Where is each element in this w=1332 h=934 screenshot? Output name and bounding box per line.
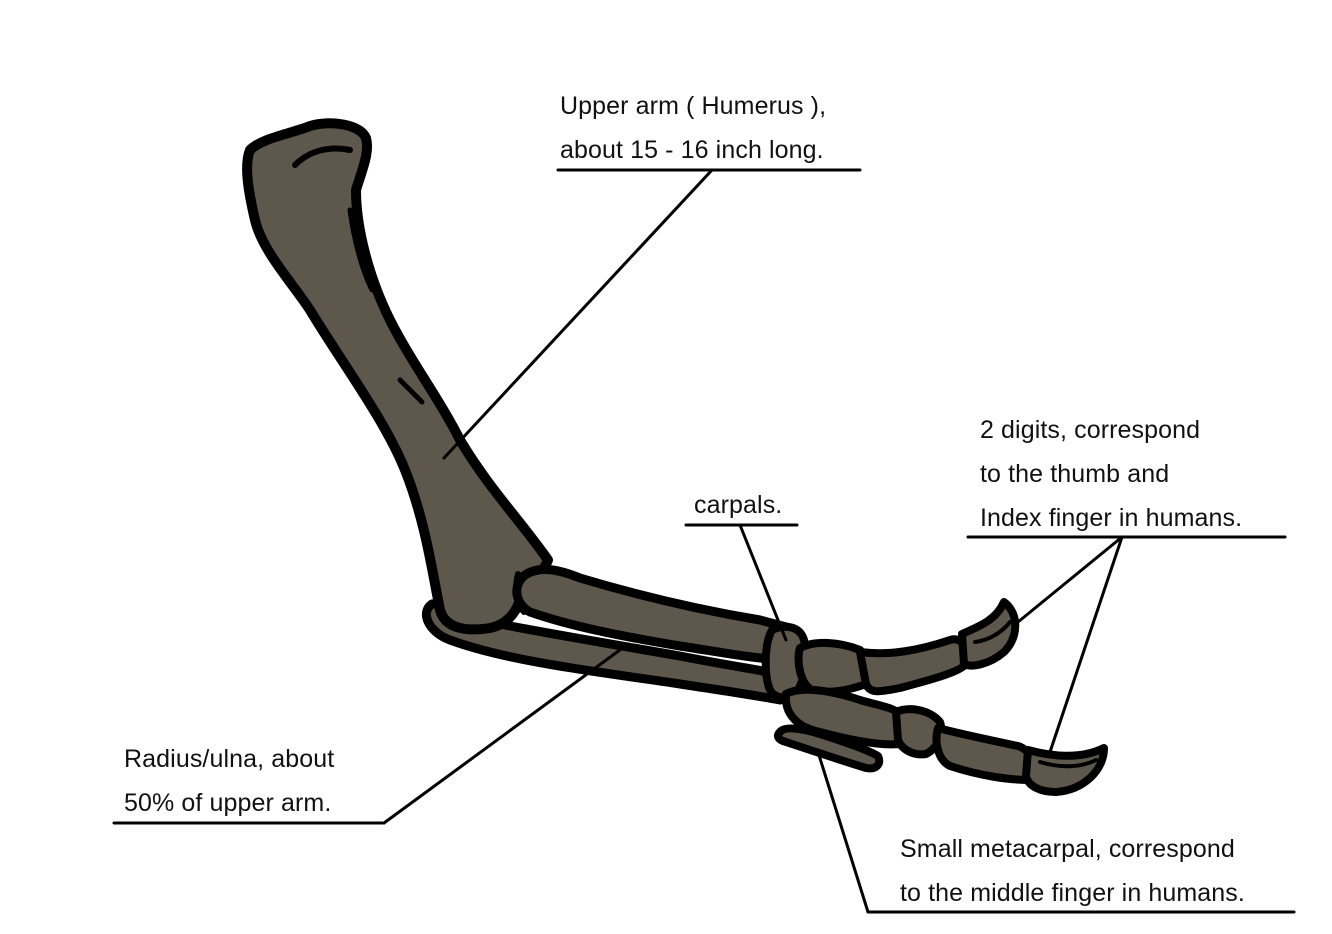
radius-ulna-label-line-1: Radius/ulna, about bbox=[124, 745, 335, 773]
digits-leader-1 bbox=[1016, 535, 1124, 624]
digits-label: 2 digits, correspond to the thumb and In… bbox=[980, 408, 1242, 540]
humerus-leader bbox=[442, 168, 714, 460]
digit-1-phalanx-1 bbox=[794, 639, 870, 696]
radius-ulna-label-line-2: 50% of upper arm. bbox=[124, 789, 332, 817]
digits-label-line-2: to the thumb and bbox=[980, 460, 1170, 488]
digit-1-phalanx-2 bbox=[856, 635, 971, 696]
metacarpal-label-line-2: to the middle finger in humans. bbox=[900, 879, 1245, 907]
humerus-label: Upper arm ( Humerus ), about 15 - 16 inc… bbox=[560, 84, 826, 172]
carpals-label: carpals. bbox=[694, 483, 782, 527]
carpals-leader bbox=[738, 523, 788, 642]
humerus-bone bbox=[242, 118, 553, 635]
digit-2-phalanx-2 bbox=[932, 724, 1037, 784]
radius-bone bbox=[512, 564, 797, 665]
metacarpal-label: Small metacarpal, correspond to the midd… bbox=[900, 827, 1245, 915]
carpals-label-line-1: carpals. bbox=[694, 491, 783, 519]
small-metacarpal-bone bbox=[774, 724, 884, 773]
digit-1-claw bbox=[958, 598, 1020, 670]
radius-ulna-label: Radius/ulna, about 50% of upper arm. bbox=[124, 737, 334, 825]
radius-ulna-leader bbox=[382, 642, 630, 825]
metacarpal-label-line-1: Small metacarpal, correspond bbox=[900, 835, 1235, 863]
digits-label-line-3: Index finger in humans. bbox=[980, 504, 1243, 532]
digits-leader-2 bbox=[1048, 535, 1124, 754]
digit-2-claw bbox=[1022, 744, 1108, 796]
humerus-label-line-1: Upper arm ( Humerus ), bbox=[560, 92, 827, 120]
digits-label-line-1: 2 digits, correspond bbox=[980, 416, 1201, 444]
humerus-head-detail bbox=[292, 145, 353, 168]
metacarpal-leader bbox=[816, 750, 870, 914]
humerus-label-line-2: about 15 - 16 inch long. bbox=[560, 136, 824, 164]
